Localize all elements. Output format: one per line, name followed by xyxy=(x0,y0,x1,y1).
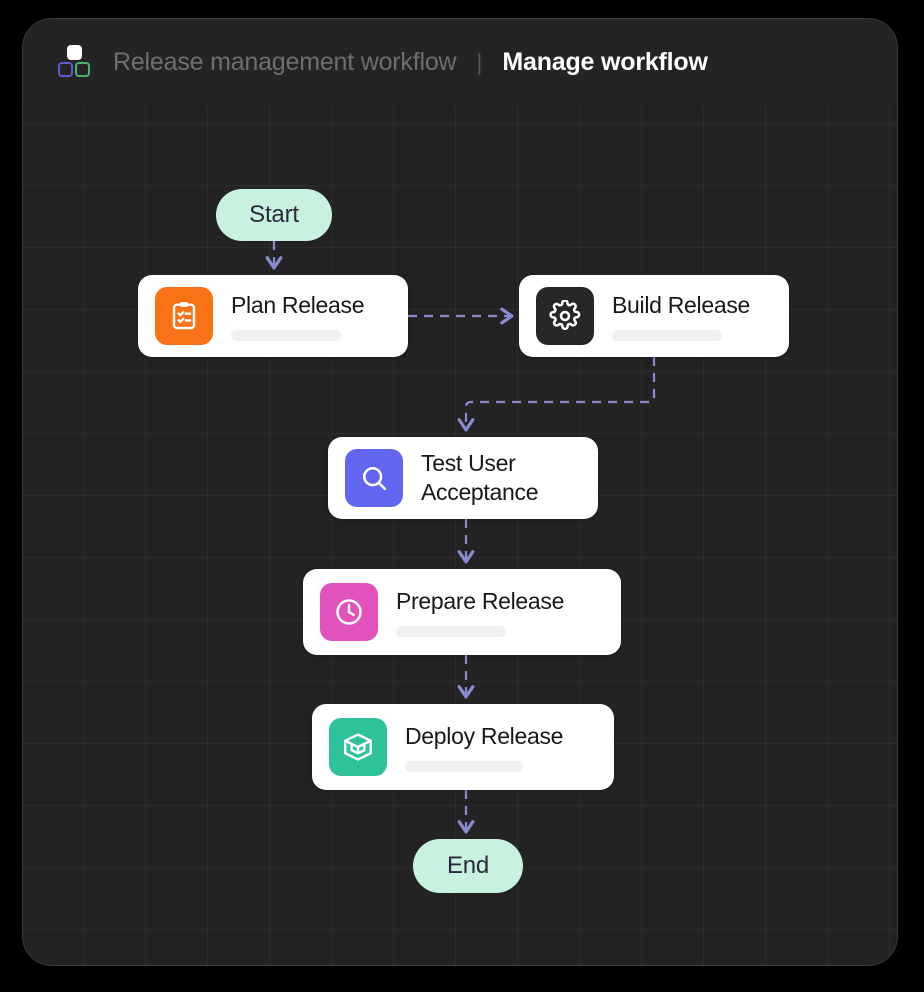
clipboard-check-icon xyxy=(155,287,213,345)
node-plan-release-title: Plan Release xyxy=(231,292,365,318)
package-box-icon xyxy=(329,718,387,776)
gear-icon xyxy=(536,287,594,345)
clock-icon xyxy=(320,583,378,641)
node-prepare-release-body: Prepare Release xyxy=(396,587,564,637)
node-deploy-release-title: Deploy Release xyxy=(405,723,564,749)
node-prepare-release-subtitle-bar xyxy=(396,626,506,637)
node-start[interactable]: Start xyxy=(216,189,332,241)
node-start-label: Start xyxy=(249,201,299,228)
node-deploy-release-body: Deploy Release xyxy=(405,722,563,772)
node-plan-release-subtitle-bar xyxy=(231,330,341,341)
workflow-canvas[interactable]: Start Plan Release xyxy=(23,105,897,965)
logo-square-bottom-left xyxy=(58,62,73,77)
edge-build-to-test xyxy=(457,357,656,432)
node-build-release-subtitle-bar xyxy=(612,330,722,341)
breadcrumb-separator: | xyxy=(476,48,483,75)
header-bar: Release management workflow | Manage wor… xyxy=(23,19,897,105)
node-end[interactable]: End xyxy=(413,839,523,893)
node-end-label: End xyxy=(446,852,490,879)
node-plan-release[interactable]: Plan Release xyxy=(138,275,408,357)
logo-square-bottom-right xyxy=(75,62,90,77)
node-test-user-acceptance-body: Test User Acceptance xyxy=(421,449,539,507)
workflow-window: Release management workflow | Manage wor… xyxy=(22,18,898,966)
search-icon xyxy=(345,449,403,507)
node-build-release[interactable]: Build Release xyxy=(519,275,789,357)
breadcrumb-workflow-name[interactable]: Release management workflow xyxy=(113,47,457,76)
node-deploy-release-subtitle-bar xyxy=(405,761,523,772)
logo-square-top xyxy=(66,45,82,60)
node-prepare-release-title: Prepare Release xyxy=(396,588,565,614)
workflow-edges xyxy=(265,241,656,834)
node-plan-release-body: Plan Release xyxy=(231,291,365,341)
app-logo-icon xyxy=(57,45,91,79)
node-deploy-release[interactable]: Deploy Release xyxy=(312,704,614,790)
node-prepare-release[interactable]: Prepare Release xyxy=(303,569,621,655)
page-title: Manage workflow xyxy=(502,47,708,76)
node-test-user-acceptance[interactable]: Test User Acceptance xyxy=(328,437,598,519)
node-build-release-body: Build Release xyxy=(612,291,750,341)
node-build-release-title: Build Release xyxy=(612,292,751,318)
node-test-user-acceptance-title: Test User Acceptance xyxy=(421,450,539,505)
